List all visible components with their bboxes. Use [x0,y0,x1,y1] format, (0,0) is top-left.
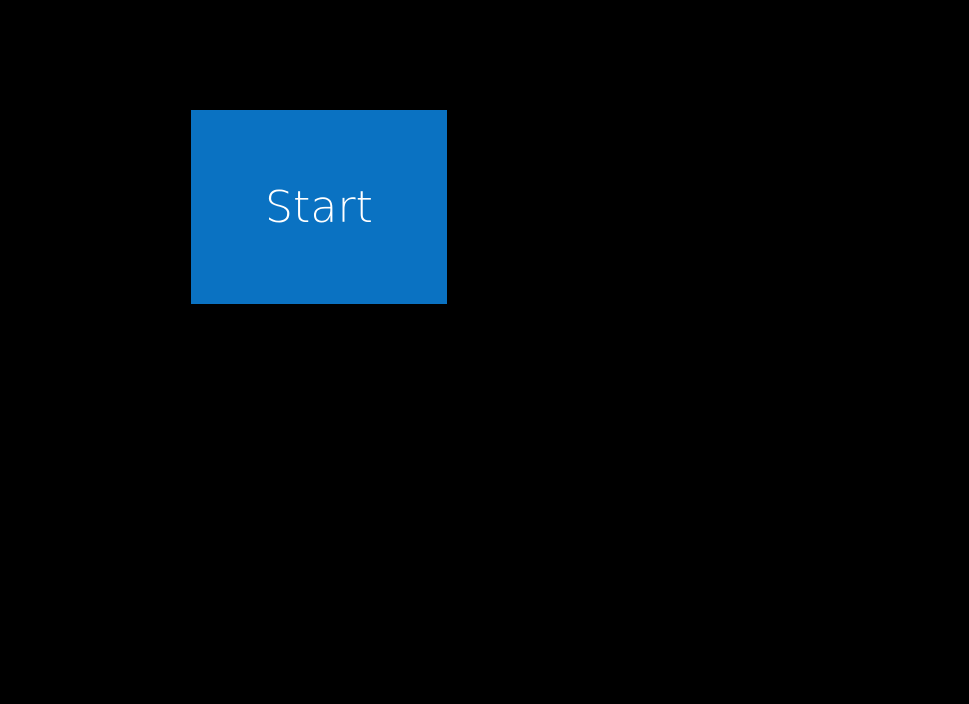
start-button-label: Start [265,182,373,233]
start-button[interactable]: Start [191,110,447,304]
